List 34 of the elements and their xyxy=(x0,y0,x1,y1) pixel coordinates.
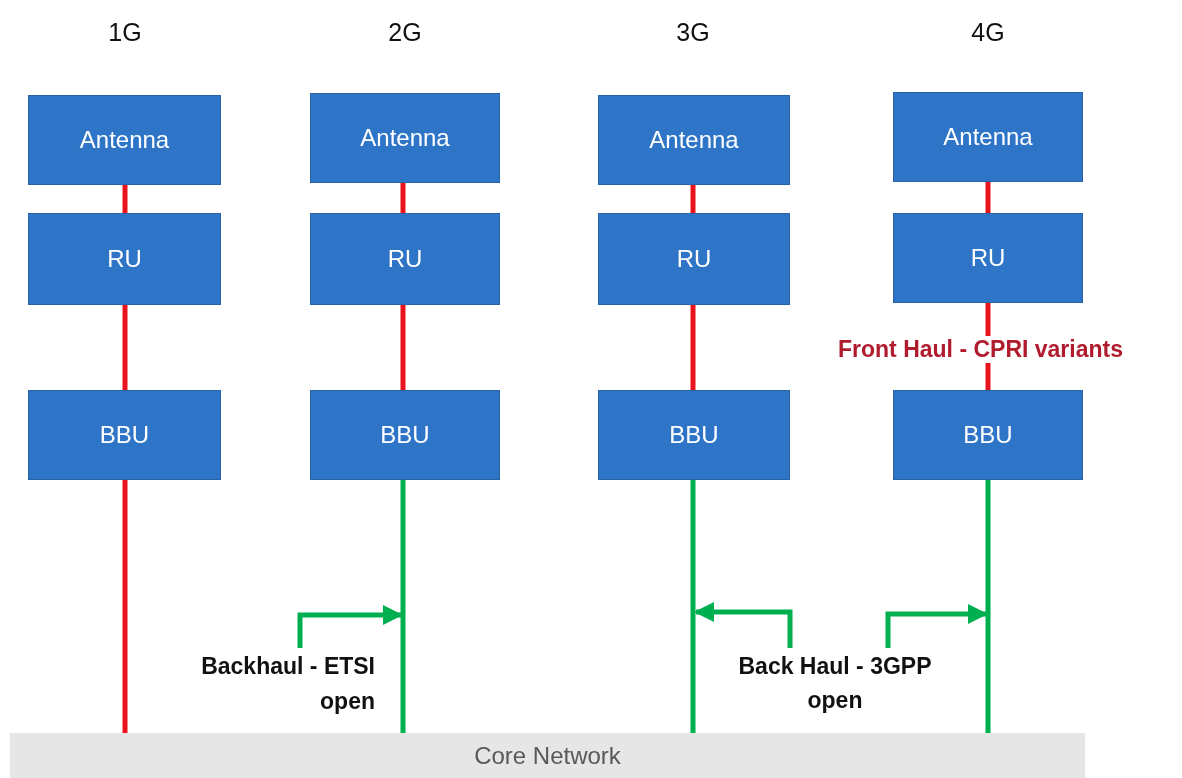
annotation-text: Back Haul - 3GPP open xyxy=(735,648,935,718)
edge-label: Front Haul - CPRI variants xyxy=(836,336,1125,363)
column-heading: 2G xyxy=(388,18,422,47)
column-heading: 4G xyxy=(971,18,1005,47)
core-network-bar: Core Network xyxy=(10,733,1085,778)
arrow xyxy=(885,604,988,648)
process-box: RU xyxy=(310,213,500,305)
column-heading: 1G xyxy=(108,18,142,47)
process-box: BBU xyxy=(598,390,790,480)
connector-line xyxy=(122,480,128,733)
process-box: Antenna xyxy=(893,92,1083,182)
process-box: Antenna xyxy=(598,95,790,185)
process-box: RU xyxy=(893,213,1083,303)
process-box: BBU xyxy=(310,390,500,480)
arrow xyxy=(297,605,403,648)
process-box: Antenna xyxy=(310,93,500,183)
connector-line xyxy=(400,305,406,390)
annotation-text: Backhaul - ETSI open xyxy=(165,648,375,718)
connector-line xyxy=(122,305,128,390)
connector-line xyxy=(400,480,406,733)
process-box: RU xyxy=(28,213,221,305)
process-box: RU xyxy=(598,213,790,305)
connector-line xyxy=(690,185,696,213)
process-box: BBU xyxy=(893,390,1083,480)
process-box: Antenna xyxy=(28,95,221,185)
connector-line xyxy=(690,305,696,390)
connector-line xyxy=(400,183,406,213)
connector-line xyxy=(985,480,991,733)
column-heading: 3G xyxy=(676,18,710,47)
connector-line xyxy=(122,185,128,213)
connector-line xyxy=(690,480,696,733)
connector-line xyxy=(985,182,991,213)
arrow xyxy=(694,602,793,648)
process-box: BBU xyxy=(28,390,221,480)
